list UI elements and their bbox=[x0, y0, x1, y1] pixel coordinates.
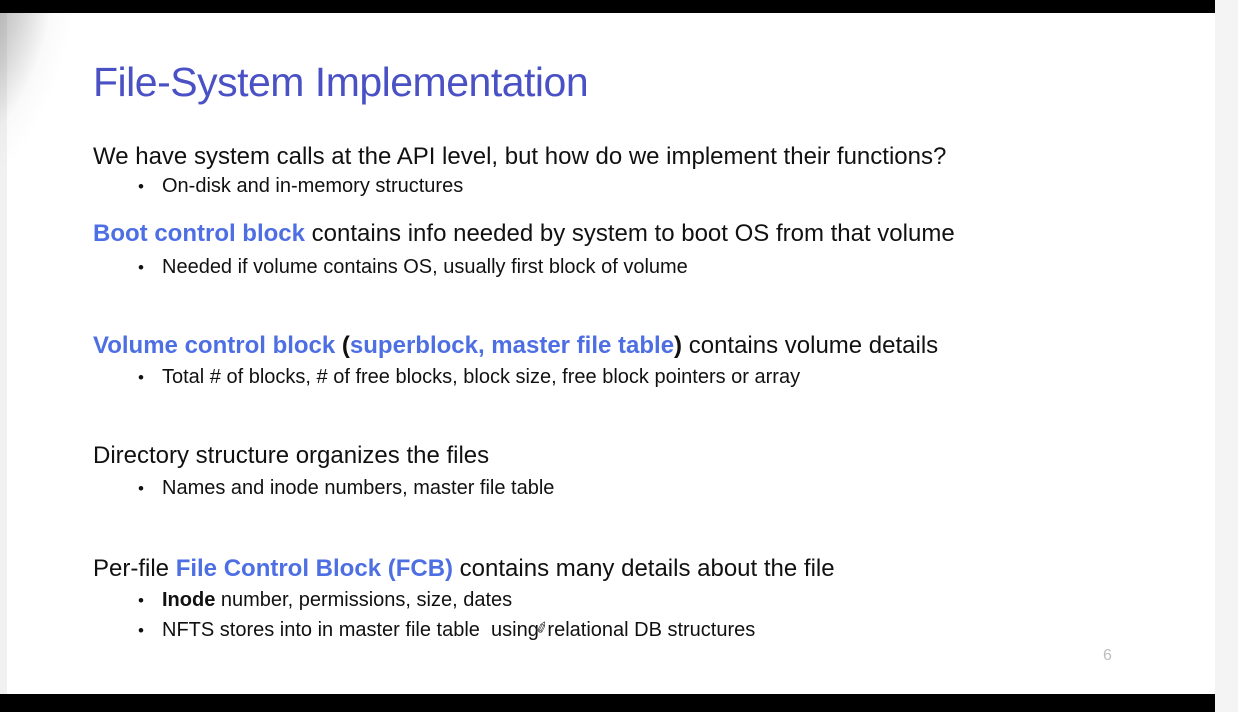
slide-number: 6 bbox=[1103, 647, 1112, 664]
statement-boot-control-block: Boot control block contains info needed … bbox=[93, 219, 955, 249]
bullet-text: Names and inode numbers, master file tab… bbox=[162, 477, 555, 499]
bullet-icon bbox=[138, 620, 162, 641]
statement-text: Per-file bbox=[93, 555, 176, 582]
bullet-total-blocks: Total # of blocks, # of free blocks, blo… bbox=[138, 365, 800, 390]
bullet-names-inodes: Names and inode numbers, master file tab… bbox=[138, 476, 554, 501]
statement-api-level: We have system calls at the API level, b… bbox=[93, 142, 946, 172]
bullet-icon bbox=[138, 176, 162, 197]
letterbox-bottom-bar bbox=[0, 694, 1215, 712]
term-superblock-mft: superblock, master file table bbox=[349, 332, 675, 359]
bullet-on-disk-structures: On-disk and in-memory structures bbox=[138, 174, 463, 199]
bullet-text: NFTS stores into in master file table us… bbox=[162, 619, 539, 641]
statement-text: contains info needed by system to boot O… bbox=[305, 220, 955, 247]
statement-per-file-fcb: Per-file File Control Block (FCB) contai… bbox=[93, 554, 835, 584]
bullet-text: On-disk and in-memory structures bbox=[162, 175, 464, 197]
letterbox-top-bar bbox=[0, 0, 1215, 13]
bullet-inode-number: Inode number, permissions, size, dates bbox=[138, 588, 512, 613]
slide-title: File-System Implementation bbox=[93, 59, 589, 105]
slide-left-edge-strip bbox=[0, 13, 7, 694]
term-file-control-block: File Control Block (FCB) bbox=[175, 555, 454, 582]
bullet-icon bbox=[138, 257, 162, 278]
term-boot-control-block: Boot control block bbox=[93, 220, 305, 247]
paren-close: ) bbox=[674, 332, 683, 359]
bullet-text: Needed if volume contains OS, usually fi… bbox=[162, 256, 688, 278]
bullet-text: Total # of blocks, # of free blocks, blo… bbox=[162, 366, 801, 388]
bullet-icon bbox=[138, 478, 162, 499]
statement-text: We have system calls at the API level, b… bbox=[93, 143, 947, 170]
slide: File-System Implementation We have syste… bbox=[0, 13, 1215, 694]
term-inode: Inode bbox=[162, 589, 216, 611]
statement-directory-structure: Directory structure organizes the files bbox=[93, 441, 489, 471]
statement-text: contains volume details bbox=[682, 332, 939, 359]
bullet-nfts-master-file-table: NFTS stores into in master file table us… bbox=[138, 618, 755, 643]
window-background-strip bbox=[1215, 0, 1238, 712]
bullet-needed-if-volume: Needed if volume contains OS, usually fi… bbox=[138, 255, 688, 280]
term-volume-control-block: Volume control block bbox=[93, 332, 342, 359]
bullet-icon bbox=[138, 367, 162, 388]
paren-open: ( bbox=[341, 332, 350, 359]
bullet-icon bbox=[138, 590, 162, 611]
statement-text: contains many details about the file bbox=[453, 555, 835, 582]
statement-text: Directory structure organizes the files bbox=[93, 442, 490, 469]
bullet-text: relational DB structures bbox=[547, 619, 756, 641]
bullet-text: number, permissions, size, dates bbox=[215, 589, 513, 611]
statement-volume-control-block: Volume control block (superblock, master… bbox=[93, 331, 938, 361]
